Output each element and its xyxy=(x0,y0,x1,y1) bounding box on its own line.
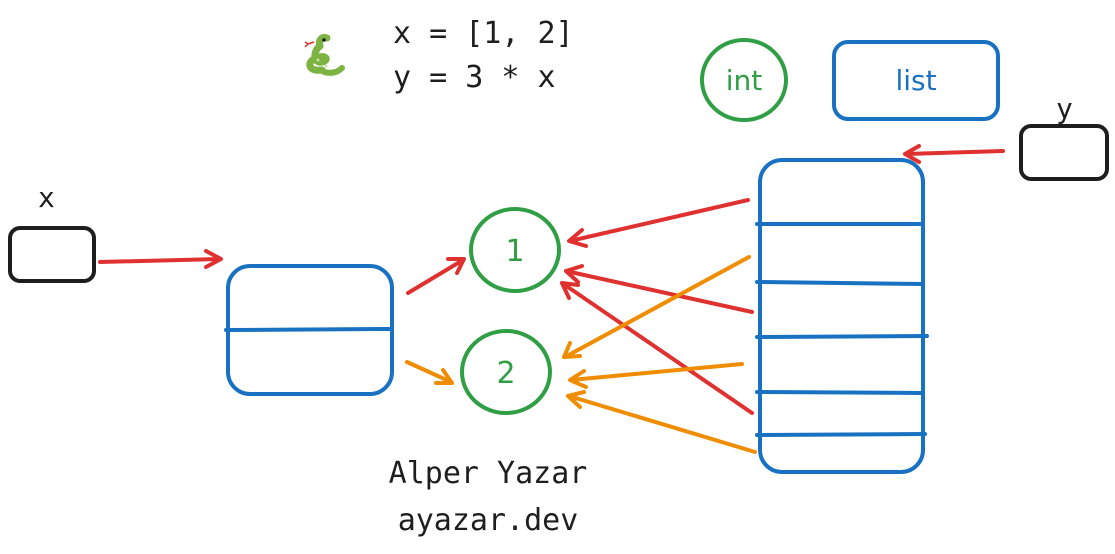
arrowhead-listy-2-to-1 xyxy=(564,264,584,284)
list-x xyxy=(224,264,394,396)
arrow-x-to-list xyxy=(98,257,222,264)
list-x-divider xyxy=(224,327,392,332)
arrowhead-listy-3-to-2 xyxy=(568,369,588,389)
arrow-y-to-list xyxy=(904,149,1005,156)
arrowhead-listx-1-to-2 xyxy=(434,368,454,385)
arrow-listy-5-to-2 xyxy=(567,394,757,454)
var-x-box xyxy=(8,226,96,283)
list-y xyxy=(755,158,929,474)
arrowhead-listy-1-to-2 xyxy=(562,341,582,359)
list-y-divider-2 xyxy=(755,280,923,286)
arrowhead-x-to-list xyxy=(204,249,223,269)
arrowhead-listy-5-to-2 xyxy=(566,390,586,409)
code-line-1: x = [1, 2] xyxy=(393,16,574,51)
arrow-listx-0-to-1 xyxy=(406,258,465,295)
list-y-divider-4 xyxy=(755,390,925,395)
arrowhead-listy-4-to-1 xyxy=(560,281,580,300)
snake-icon xyxy=(304,34,345,76)
red-arrows xyxy=(98,144,1005,415)
list-y-divider-3 xyxy=(755,334,929,339)
arrow-listy-3-to-2 xyxy=(569,362,744,382)
arrow-listy-1-to-2 xyxy=(563,255,751,359)
int-value-1: 1 xyxy=(505,234,524,269)
var-y-box xyxy=(1019,124,1109,181)
arrowhead-listy-0-to-1 xyxy=(567,228,588,248)
arrow-listy-0-to-1 xyxy=(568,198,750,243)
legend-int: int xyxy=(700,38,788,122)
legend-list-box xyxy=(832,40,1000,121)
arrow-listx-1-to-2 xyxy=(405,360,453,384)
list-y-box xyxy=(758,158,925,474)
credit-author: Alper Yazar xyxy=(389,456,588,491)
credit-site: ayazar.dev xyxy=(398,503,579,538)
arrow-listy-2-to-1 xyxy=(564,269,754,314)
var-y-label: y xyxy=(1056,92,1073,125)
list-y-divider-5 xyxy=(755,432,927,437)
orange-arrows xyxy=(405,255,757,454)
legend-list-label: list xyxy=(895,64,936,97)
legend-list: list xyxy=(832,40,1000,121)
arrowhead-y-to-list xyxy=(903,144,921,164)
int-circle-1 xyxy=(469,207,561,293)
int-object-2: 2 xyxy=(460,329,552,415)
int-value-2: 2 xyxy=(496,356,515,391)
arrow-listy-4-to-1 xyxy=(560,281,754,415)
code-line-2: y = 3 * x xyxy=(393,60,556,95)
arrowhead-listx-0-to-1 xyxy=(446,257,466,275)
int-object-1: 1 xyxy=(469,207,561,293)
legend-int-label: int xyxy=(726,64,763,97)
legend-int-circle xyxy=(700,38,788,122)
int-circle-2 xyxy=(460,329,552,415)
var-x-label: x xyxy=(38,181,55,214)
